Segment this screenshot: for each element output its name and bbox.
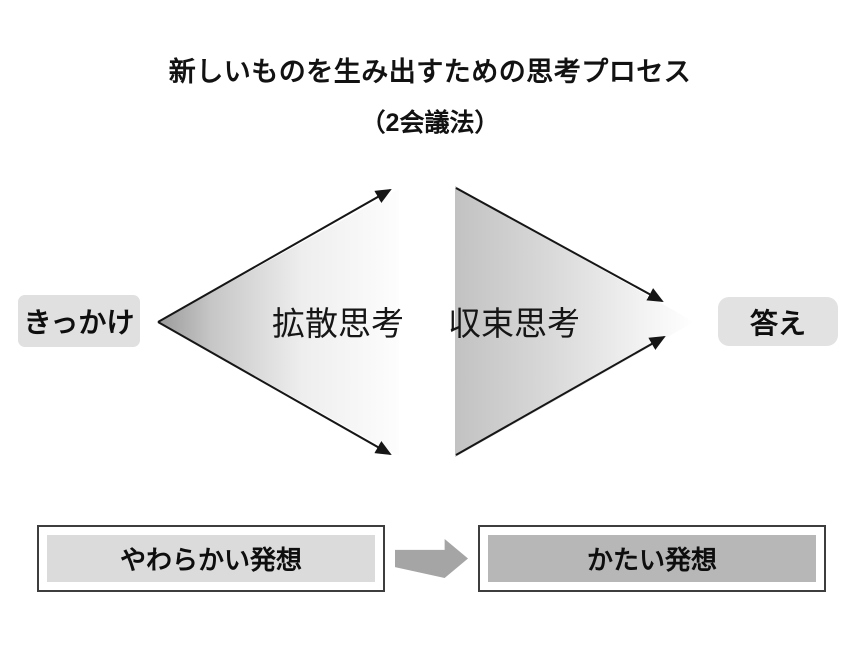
input-label: きっかけ bbox=[23, 307, 135, 338]
convergent-thinking-label: 収束思考 bbox=[448, 305, 580, 342]
divergent-triangle bbox=[158, 189, 399, 456]
slide-title: 新しいものを生み出すための思考プロセス bbox=[168, 57, 692, 87]
hard-thinking-box: かたい発想 bbox=[478, 525, 826, 592]
divergent-top-arrow bbox=[157, 189, 392, 323]
soft-thinking-label: やわらかい発想 bbox=[119, 545, 302, 575]
divergent-bottom-arrow bbox=[157, 321, 392, 455]
convergent-bottom-arrow bbox=[455, 336, 666, 456]
divergent-thinking-label: 拡散思考 bbox=[272, 305, 404, 342]
slide-subtitle: （2会議法） bbox=[360, 109, 500, 137]
convergent-top-arrow bbox=[455, 187, 664, 302]
hard-thinking-label: かたい発想 bbox=[586, 545, 717, 575]
soft-thinking-inner: やわらかい発想 bbox=[47, 535, 375, 582]
input-label-box: きっかけ bbox=[18, 295, 140, 347]
output-label: 答え bbox=[749, 307, 806, 339]
convergent-triangle bbox=[455, 186, 694, 457]
hard-thinking-inner: かたい発想 bbox=[488, 535, 816, 582]
output-label-box: 答え bbox=[718, 297, 838, 346]
soft-thinking-box: やわらかい発想 bbox=[37, 525, 385, 592]
